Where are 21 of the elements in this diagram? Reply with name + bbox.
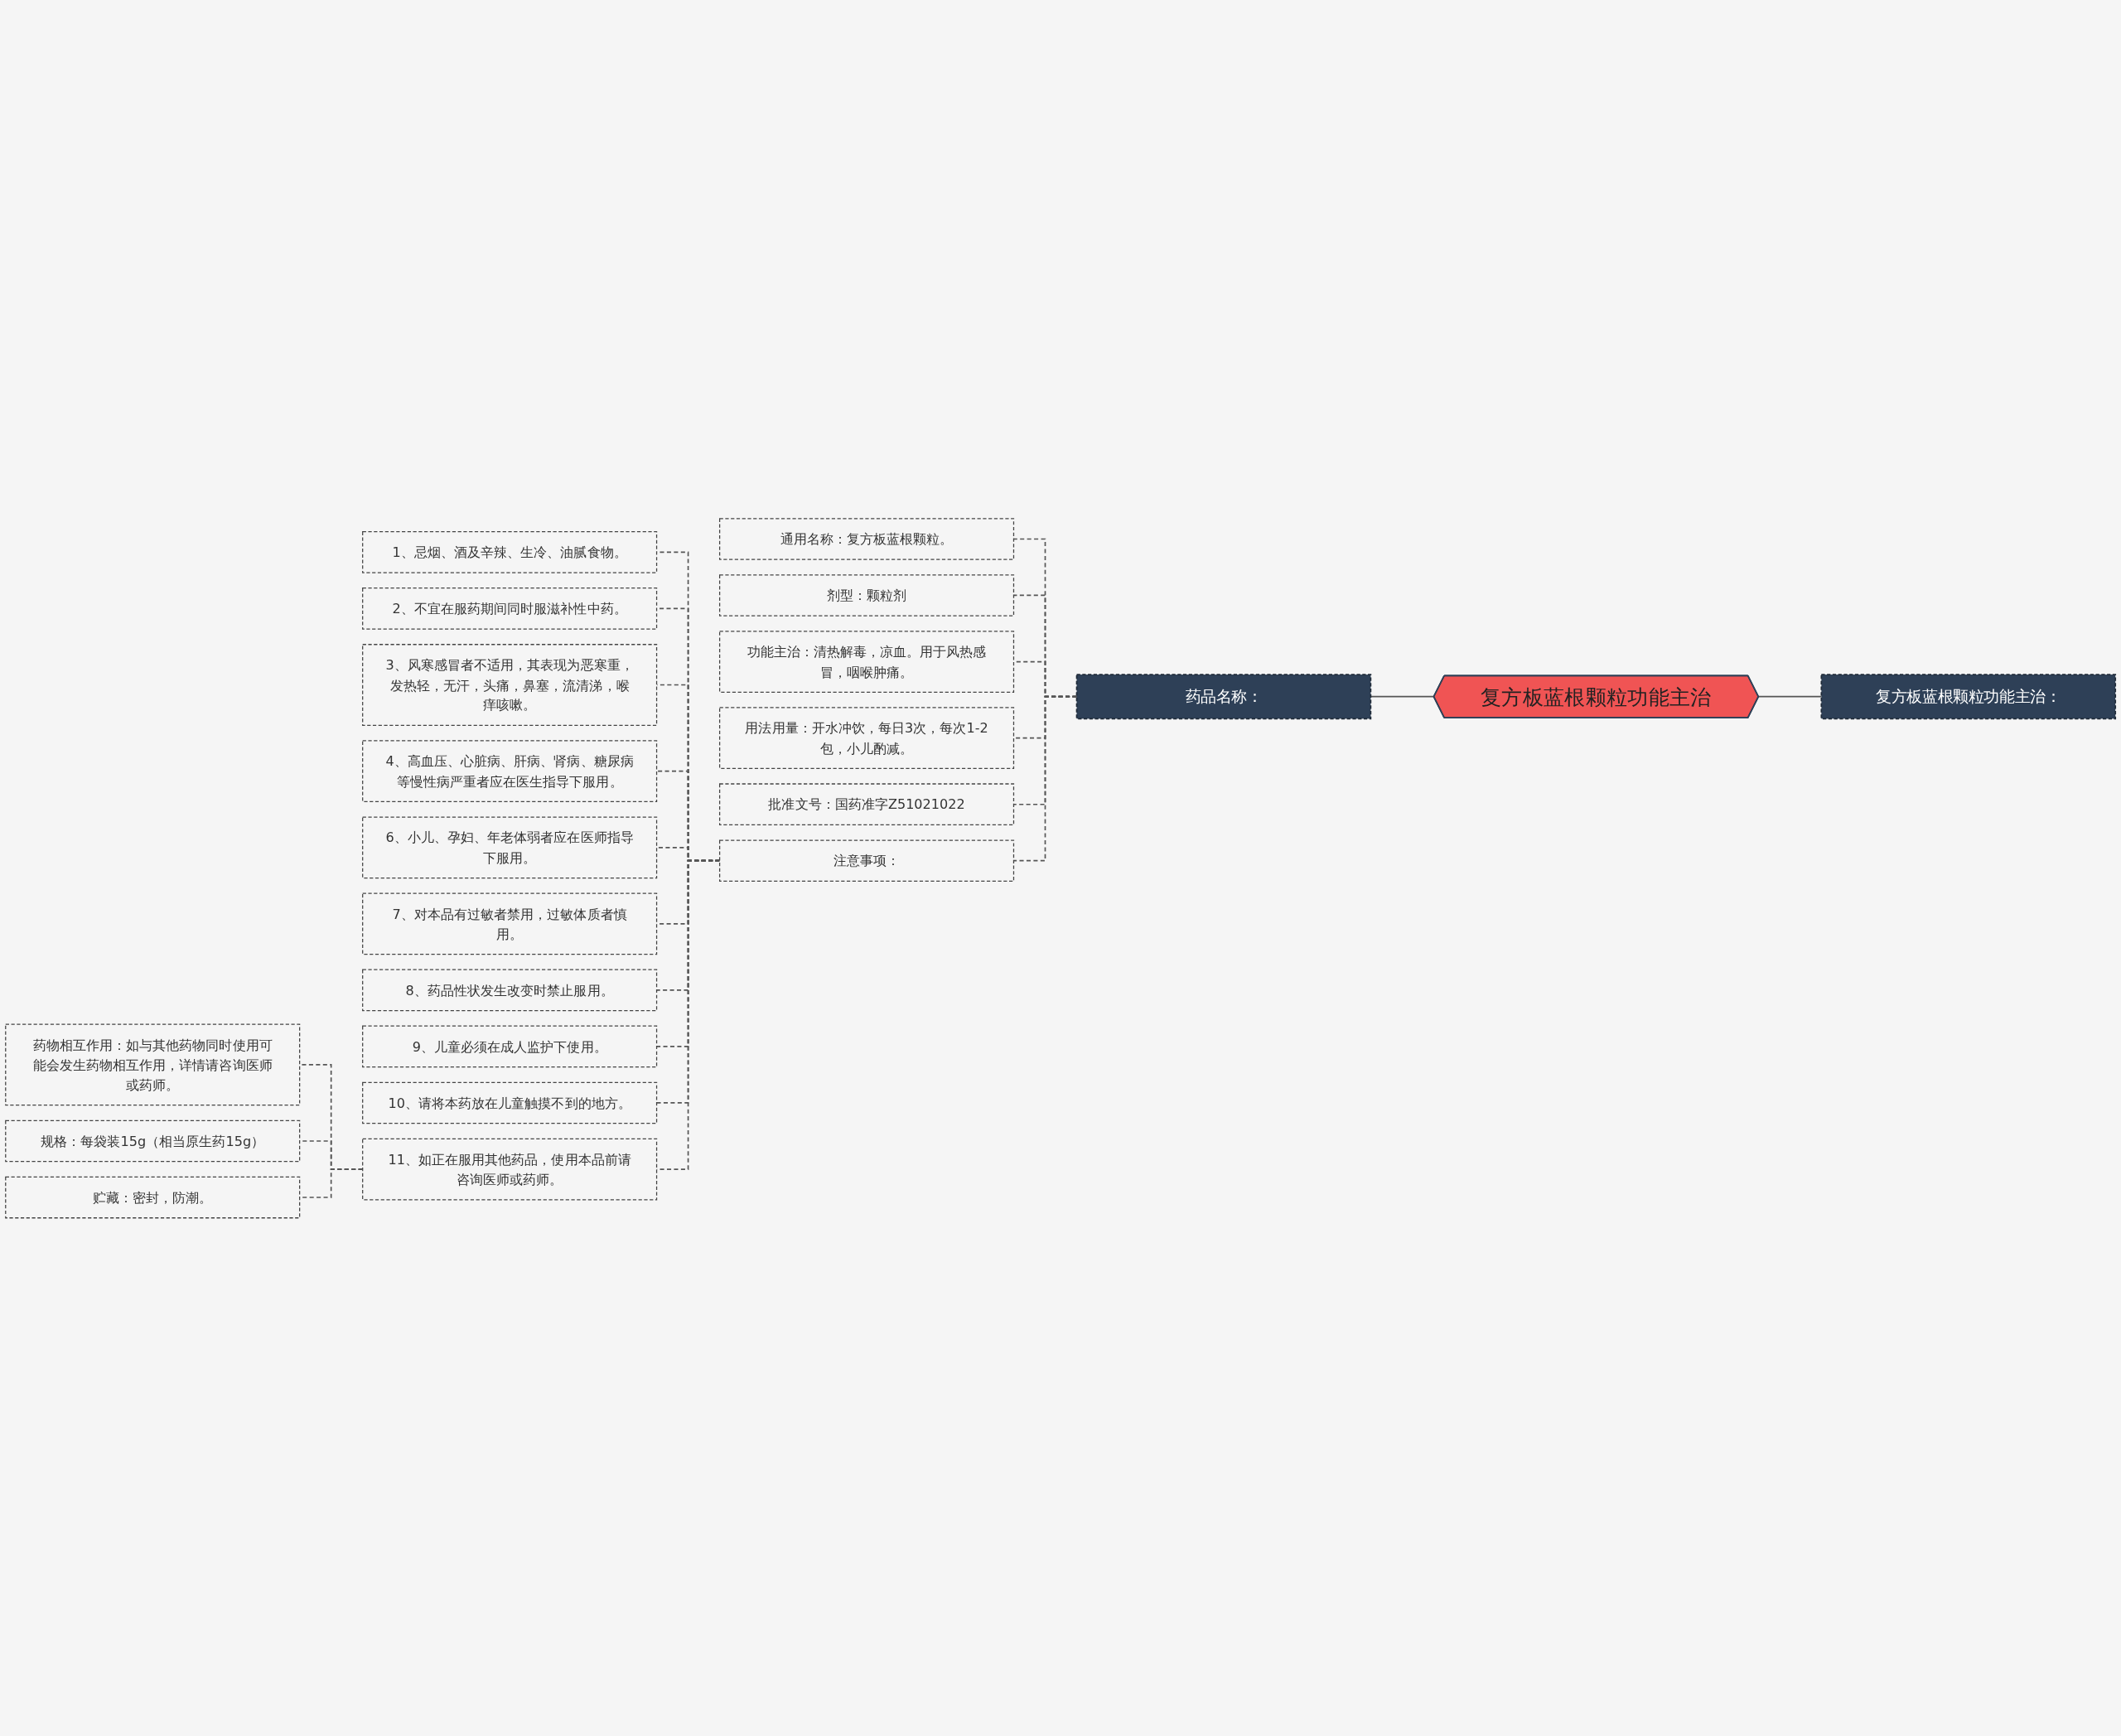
node-box: 批准文号：国药准字Z51021022 [719, 783, 1015, 825]
node-box: 8、药品性状发生改变时禁止服用。 [362, 969, 658, 1012]
node-box: 复方板蓝根颗粒功能主治： [1820, 673, 2117, 719]
node-box: 注意事项： [719, 839, 1015, 882]
node-box: 7、对本品有过敏者禁用，过敏体质者慎用。 [362, 892, 658, 955]
node-box: 3、风寒感冒者不适用，其表现为恶寒重，发热轻，无汗，头痛，鼻塞，流清涕，喉痒咳嗽。 [362, 643, 658, 726]
node-box: 规格：每袋装15g（相当原生药15g） [5, 1119, 301, 1163]
node-box: 通用名称：复方板蓝根颗粒。 [719, 517, 1015, 560]
node-box: 贮藏：密封，防潮。 [5, 1176, 301, 1219]
node-box: 用法用量：开水冲饮，每日3次，每次1-2包，小儿酌减。 [719, 707, 1015, 769]
node-box: 11、如正在服用其他药品，使用本品前请咨询医师或药师。 [362, 1138, 658, 1201]
node-box: 1、忌烟、酒及辛辣、生冷、油腻食物。 [362, 530, 658, 573]
node-box: 9、儿童必须在成人监护下使用。 [362, 1025, 658, 1068]
node-box: 功能主治：清热解毒，凉血。用于风热感冒，咽喉肿痛。 [719, 630, 1015, 693]
node-box: 药物相互作用：如与其他药物同时使用可能会发生药物相互作用，详情请咨询医师或药师。 [5, 1023, 301, 1106]
node-box: 10、请将本药放在儿童触摸不到的地方。 [362, 1081, 658, 1124]
node-box: 剂型：颗粒剂 [719, 573, 1015, 617]
node-box: 药品名称： [1075, 673, 1372, 719]
node-box: 4、高血压、心脏病、肝病、肾病、糖尿病等慢性病严重者应在医生指导下服用。 [362, 740, 658, 802]
node-box: 2、不宜在服药期间同时服滋补性中药。 [362, 587, 658, 630]
node-box: 6、小儿、孕妇、年老体弱者应在医师指导下服用。 [362, 816, 658, 878]
